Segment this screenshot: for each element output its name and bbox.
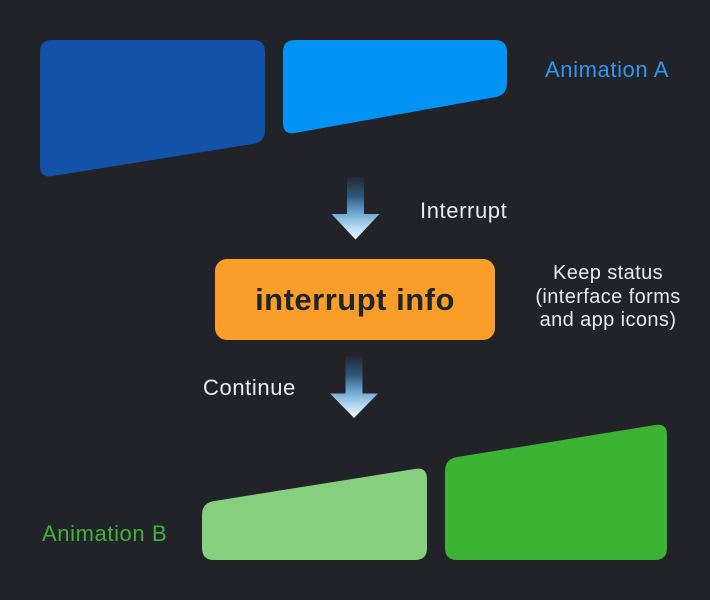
keep-status-note-line: (interface forms	[535, 285, 681, 308]
animation-a-label: Animation A	[545, 57, 670, 82]
keep-status-note-line: and app icons)	[539, 309, 677, 331]
keep-status-note: Keep status (interface forms and app ico…	[516, 262, 700, 333]
animation-b-frame-1	[202, 468, 427, 560]
interrupt-arrow-icon	[331, 177, 380, 240]
interrupt-info-box-label: interrupt info	[255, 281, 455, 317]
animation-a-frame-2	[283, 40, 507, 134]
animation-b-frame-2	[445, 424, 667, 560]
keep-status-note-line: Keep status	[552, 262, 664, 284]
interrupt-info-box	[215, 259, 495, 340]
continue-label: Continue	[203, 375, 296, 400]
interrupt-label: Interrupt	[420, 198, 508, 223]
continue-arrow-icon	[330, 356, 378, 418]
animation-a-frame-1	[40, 40, 265, 177]
animation-b-label: Animation B	[42, 521, 168, 546]
